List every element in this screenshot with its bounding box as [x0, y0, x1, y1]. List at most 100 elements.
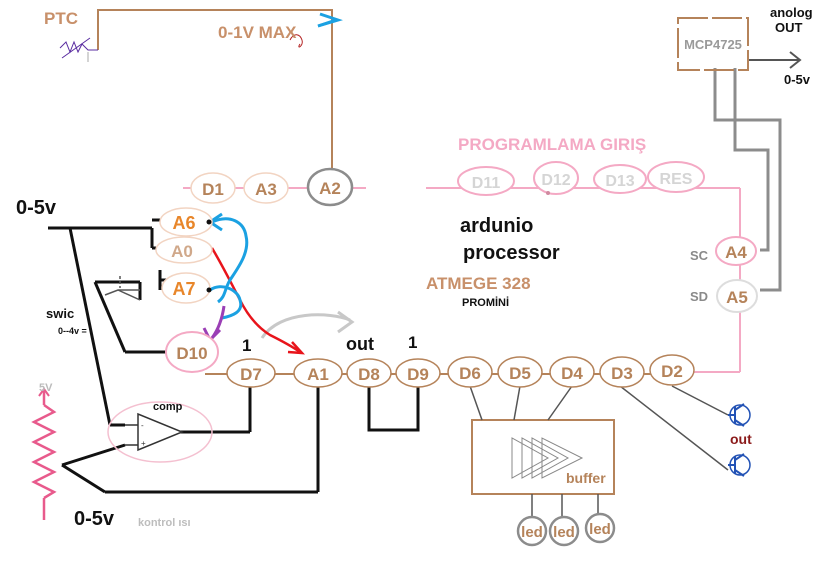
svg-text:D12: D12 [541, 172, 570, 189]
max-label: 0-1V MAX [218, 23, 297, 42]
dac-output-arrow [748, 51, 802, 69]
buffer-label: buffer [566, 470, 606, 486]
switch-range-label: 0--4v = [58, 326, 87, 336]
pin-d5: D5 [497, 356, 543, 388]
analog-out-range: 0-5v [784, 72, 811, 87]
pin-d9: D9 [395, 358, 441, 388]
svg-text:led: led [589, 521, 611, 538]
ptc-symbol [59, 37, 98, 59]
svg-text:D3: D3 [611, 364, 633, 383]
svg-text:D11: D11 [472, 175, 501, 192]
pin-d2: D2 [649, 354, 695, 386]
gray-arrowhead [337, 310, 355, 334]
ptc-wire [97, 9, 333, 168]
svg-text:A1: A1 [307, 365, 329, 384]
svg-text:A3: A3 [255, 180, 277, 199]
svg-text:D7: D7 [240, 365, 262, 384]
comparator: - + [107, 401, 213, 463]
svg-text:-: - [141, 421, 144, 430]
svg-text:D8: D8 [358, 365, 380, 384]
led-3: led [584, 512, 616, 544]
svg-text:A0: A0 [171, 242, 193, 261]
d7-state-label: 1 [242, 336, 251, 355]
svg-text:D9: D9 [407, 365, 429, 384]
pin-a0: A0 [155, 236, 213, 264]
kontrol-label: kontrol ısı [138, 517, 191, 529]
pin-d1: D1 [190, 172, 236, 204]
svg-text:A2: A2 [319, 179, 341, 198]
out-mid-label: out [346, 334, 374, 354]
led-1: led [516, 515, 548, 547]
led-2: led [548, 515, 580, 547]
svg-text:D10: D10 [176, 344, 207, 363]
pin-a3: A3 [243, 172, 289, 204]
dac-i2c-wires [713, 68, 782, 292]
svg-text:D5: D5 [509, 364, 531, 383]
dac-chip [677, 17, 749, 71]
svg-text:+: + [141, 439, 146, 448]
sc-label: SC [690, 248, 709, 263]
processor-label: processor [463, 242, 560, 264]
a6-dot [206, 219, 212, 225]
output-transistor-1 [728, 403, 751, 427]
svg-text:D2: D2 [661, 362, 683, 381]
pin-d8: D8 [346, 358, 392, 388]
switch-label: swic [46, 306, 74, 321]
svg-text:D1: D1 [202, 180, 224, 199]
buffer-block [471, 419, 615, 495]
pin-a4: A4 [715, 236, 757, 266]
pin-a6: A6 [159, 207, 213, 237]
d9-state-label: 1 [408, 333, 417, 352]
ptc-label: PTC [44, 9, 78, 28]
analog-input-wires [48, 218, 420, 494]
blue-signal-path-2 [209, 285, 243, 320]
board-label: PROMİNİ [462, 296, 509, 309]
pin-a2: A2 [306, 167, 354, 207]
pin-d7: D7 [226, 358, 276, 388]
input-range-label: 0-5v [16, 197, 57, 219]
pin-d4: D4 [549, 356, 595, 388]
pin-d11: D11 [457, 166, 515, 196]
pin-a7: A7 [161, 272, 211, 304]
max-scribble [289, 34, 303, 48]
bottom-range-label: 0-5v [74, 508, 115, 530]
d12-dot [546, 191, 550, 195]
svg-text:led: led [553, 524, 575, 541]
supply-label: 5V [39, 382, 53, 394]
pin-d3: D3 [599, 356, 645, 388]
ardunio-label: ardunio [460, 215, 533, 237]
svg-text:A4: A4 [725, 243, 747, 262]
dac-label: MCP4725 [684, 37, 742, 52]
red-signal-path [210, 247, 301, 354]
output-transistor-2 [728, 453, 751, 477]
buffer-wires [469, 385, 729, 518]
potentiometer-resistor [31, 403, 57, 500]
a7-dot [206, 287, 212, 293]
pin-a1: A1 [293, 358, 343, 388]
svg-text:D13: D13 [605, 173, 634, 190]
blue-signal-path [211, 217, 249, 304]
svg-text:D6: D6 [459, 364, 481, 383]
supply-arrow [38, 387, 50, 397]
pin-d12: D12 [533, 161, 579, 195]
pin-d6: D6 [447, 356, 493, 388]
pin-res: RES [647, 161, 705, 193]
svg-text:A5: A5 [726, 288, 748, 307]
comp-label: comp [153, 401, 183, 413]
svg-text:RES: RES [660, 171, 693, 188]
sd-label: SD [690, 289, 708, 304]
mcu-label: ATMEGE 328 [426, 274, 531, 293]
blue-max-line [317, 18, 337, 28]
svg-text:led: led [521, 524, 543, 541]
out-right-label: out [730, 431, 752, 447]
red-arrowhead [287, 341, 306, 355]
analog-out-label-2: OUT [775, 20, 803, 35]
pin-d13: D13 [593, 164, 647, 194]
svg-text:A7: A7 [172, 279, 195, 299]
analog-out-label-1: anolog [770, 5, 813, 20]
switch-symbol [104, 276, 141, 301]
gray-feedback-arrow [260, 313, 351, 339]
svg-text:D4: D4 [561, 364, 583, 383]
